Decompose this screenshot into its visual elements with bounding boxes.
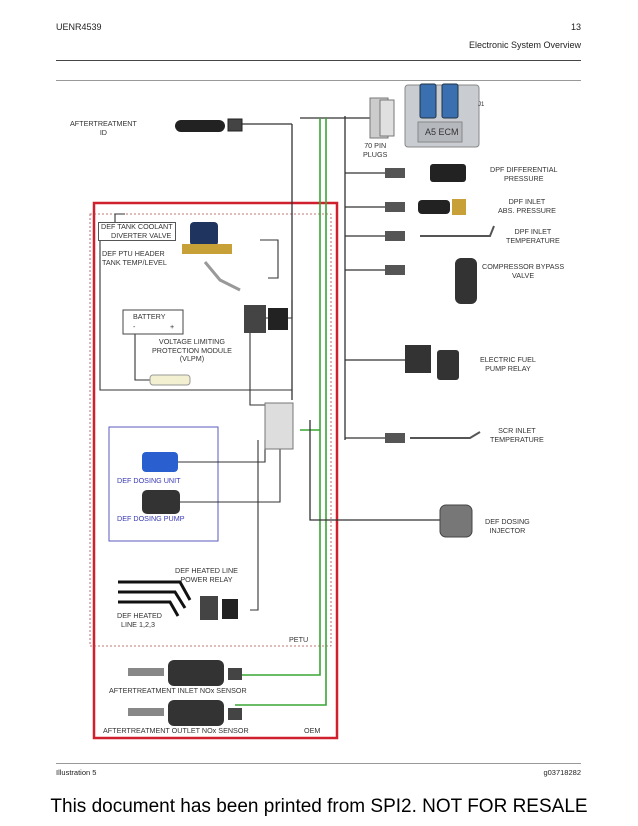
coolant-valve-body [190,222,218,246]
print-notice-banner: This document has been printed from SPI2… [50,796,588,817]
label-scr-inlet-temperature: SCR INLET TEMPERATURE [490,426,544,444]
plug-housing-2 [379,99,395,137]
label-dpf-inlet-abs-pressure: DPF INLET ABS. PRESSURE [498,197,556,215]
header-rule-thin [56,80,581,81]
label-petu: PETU [289,635,309,644]
graphic-id: g03718282 [543,768,581,777]
label-battery: BATTERY [133,312,166,321]
label-outlet-nox-sensor: AFTERTREATMENT OUTLET NOx SENSOR [103,726,249,735]
label-dpf-differential-pressure: DPF DIFFERENTIAL PRESSURE [490,165,558,183]
aftertreatment-id-connector [227,118,243,132]
dosing-pump-part [142,490,180,514]
aftertreatment-id-sensor [175,120,225,132]
oem-boundary [92,201,339,740]
ecm-connector-1 [419,83,437,119]
vlpm-module [149,374,191,386]
label-dpf-inlet-temperature: DPF INLET TEMPERATURE [506,227,560,245]
petu-boundary [89,213,332,647]
label-battery-plus: + [170,322,175,331]
illustration-caption: Illustration 5 [56,768,97,777]
header-rule [56,60,581,61]
label-def-heated-line: DEF HEATED LINE 1,2,3 [117,611,162,629]
label-electric-fuel-pump-relay: ELECTRIC FUEL PUMP RELAY [480,355,536,373]
ecm-front-panel [417,121,463,143]
label-oem: OEM [304,726,321,735]
label-ecm-connector: J1 [478,102,485,108]
outlet-nox-sensor [168,700,224,726]
document-id: UENR4539 [56,22,102,32]
label-vlpm: VOLTAGE LIMITING PROTECTION MODULE (VLPM… [152,337,232,364]
label-def-dosing-unit: DEF DOSING UNIT [117,476,181,485]
label-def-tank-coolant-valve: DEF TANK COOLANT DIVERTER VALVE [98,222,176,242]
battery-box [122,309,184,335]
label-aftertreatment-id: AFTERTREATMENT ID [70,119,137,137]
label-def-ptu-header: DEF PTU HEADER TANK TEMP/LEVEL [102,249,167,267]
label-def-dosing-pump: DEF DOSING PUMP [117,514,185,523]
label-70-pin-plugs: 70 PIN PLUGS [363,141,388,159]
label-inlet-nox-sensor: AFTERTREATMENT INLET NOx SENSOR [109,686,247,695]
label-def-heated-line-relay: DEF HEATED LINE POWER RELAY [175,566,238,584]
label-ecm: A5 ECM [425,127,459,137]
ecm-connector-2 [441,83,459,119]
page-number: 13 [570,22,581,32]
inlet-nox-sensor [168,660,224,686]
label-def-dosing-injector: DEF DOSING INJECTOR [485,517,530,535]
section-title: Electronic System Overview [468,40,581,50]
label-compressor-bypass-valve: COMPRESSOR BYPASS VALVE [482,262,565,280]
dosing-boundary [108,426,219,542]
label-battery-minus: - [133,322,136,331]
dosing-unit-part [142,452,178,472]
footer-rule [56,763,581,764]
